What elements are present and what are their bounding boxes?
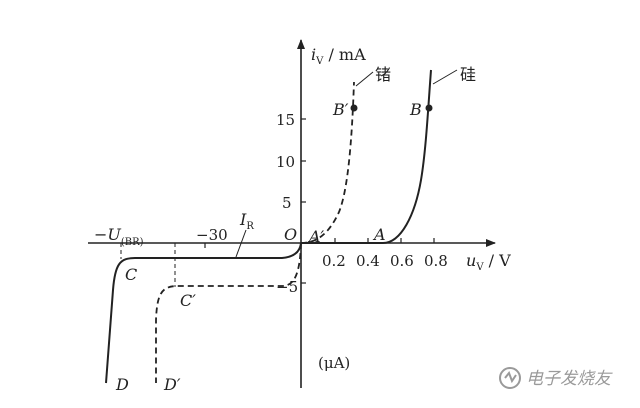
x-tick-0.6: 0.6 [390,252,414,270]
point-D-label: D [115,375,129,394]
x-tick-neg30: −30 [196,226,228,244]
watermark: 电子发烧友 [499,367,613,389]
y-tick-neg5: −5 [276,278,298,296]
x-tick-0.4: 0.4 [356,252,380,270]
watermark-logo-icon [499,367,521,389]
silicon-leader [432,69,458,85]
watermark-text: 电子发烧友 [526,369,613,389]
x-axis-label: uV / V [466,251,511,273]
point-C-prime-label: C′ [180,291,196,310]
point-C-label: C [125,265,137,284]
reverse-current-leader [235,229,247,258]
reverse-current-label: IR [239,210,254,232]
germanium-curve [155,81,355,383]
silicon-label: 硅 [460,65,476,84]
origin-label: O [284,225,297,244]
point-B-label: B [409,100,422,119]
x-tick-0.2: 0.2 [322,252,346,270]
point-A-prime-label: A′ [307,227,325,246]
breakdown-voltage-label: −U(BR) [94,225,144,248]
y-tick-15: 15 [276,111,295,129]
y-tick-10: 10 [276,153,295,171]
x-tick-0.8: 0.8 [424,252,448,270]
point-D-prime-label: D′ [163,375,181,394]
point-B-dot [425,104,433,112]
microamp-note: (μA) [318,354,350,372]
y-axis-label: iV / mA [311,45,366,67]
y-tick-5: 5 [282,194,292,212]
point-B-prime-dot [350,104,358,112]
point-B-prime-label: B′ [332,100,349,119]
point-A-label: A [372,225,386,244]
germanium-label: 锗 [375,65,391,84]
germanium-leader [355,71,374,87]
